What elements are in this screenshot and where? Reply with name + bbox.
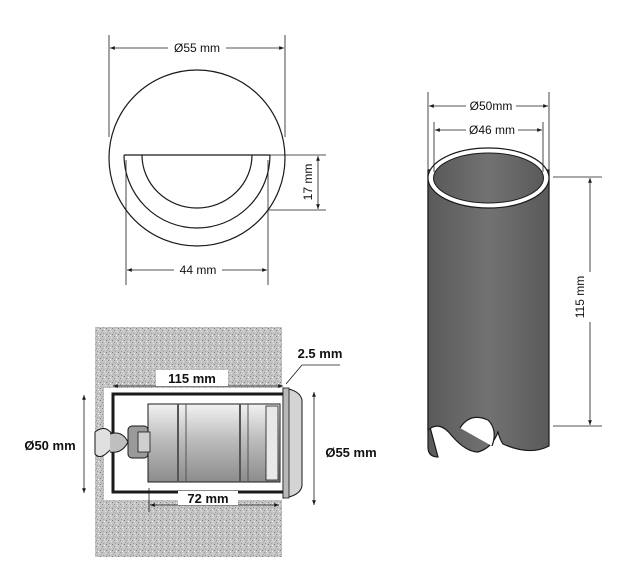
section-view: 115 mm 2.5 mm 72 mm Ø50 mm Ø55 mm xyxy=(18,327,377,557)
cable-gland-nut xyxy=(137,431,151,453)
tube-inner-diameter-label: Ø46 mm xyxy=(469,123,515,137)
lamp-lens xyxy=(265,405,279,481)
sleeve-length-label: 115 mm xyxy=(168,371,216,386)
body-length-label: 72 mm xyxy=(187,491,228,506)
front-view: Ø55 mm 17 mm 44 mm xyxy=(108,35,326,285)
label-backdrop xyxy=(156,370,228,386)
eyelid-outer xyxy=(123,154,271,229)
flange-thickness-label: 2.5 mm xyxy=(298,346,343,361)
cap-face xyxy=(282,387,290,499)
tube-length-label: 115 mm xyxy=(573,276,587,318)
tube-view: Ø50mm Ø46 mm 115 mm xyxy=(427,92,602,458)
label-backdrop xyxy=(18,437,80,453)
tube-inner-rim xyxy=(433,152,544,204)
leader-line xyxy=(285,364,303,385)
label-backdrop xyxy=(178,491,238,505)
cap-diameter-label: Ø55 mm xyxy=(174,41,220,55)
tube-outer-diameter-label: Ø50mm xyxy=(470,99,513,113)
opening-width-label: 44 mm xyxy=(180,263,217,277)
cap-diameter-section-label: Ø55 mm xyxy=(325,445,376,460)
sleeve-diameter-label: Ø50 mm xyxy=(24,438,75,453)
tube-body-clean xyxy=(427,175,550,453)
cap-outline xyxy=(108,69,286,247)
tube-notch xyxy=(459,416,495,447)
lamp-body xyxy=(147,403,281,483)
eyelid-inner xyxy=(141,154,253,209)
opening-height-label: 17 mm xyxy=(301,164,315,201)
cable-core xyxy=(109,432,129,453)
